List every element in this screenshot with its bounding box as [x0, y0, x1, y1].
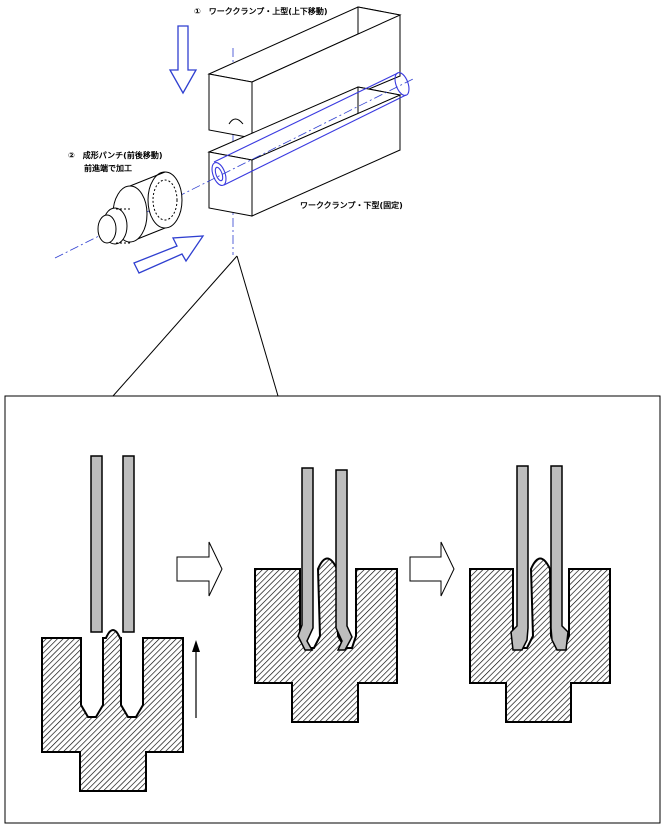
right-block-arrow-icon-2	[409, 541, 455, 597]
die-body-stage-3	[469, 557, 611, 723]
tube-wall-left-final	[510, 465, 529, 651]
step2-sublabel: 前進端で加工	[84, 163, 132, 173]
forward-arrow-icon	[133, 235, 205, 274]
zoom-callout	[112, 255, 279, 397]
step1-label: ① ワーククランプ・上型(上下移動)	[194, 6, 328, 16]
lower-clamp-label: ワーククランプ・下型(固定)	[300, 200, 403, 210]
tube-wall-left-formed	[297, 467, 314, 651]
step2-label: ② 成形パンチ(前後移動)	[68, 150, 163, 160]
down-arrow-icon	[168, 25, 198, 95]
upper-clamp-block	[207, 6, 402, 139]
forming-axis-line	[54, 77, 416, 259]
detail-panel	[4, 395, 661, 824]
tube-wall-right	[122, 455, 135, 633]
isometric-view: ① ワーククランプ・上型(上下移動) ② 成形パンチ(前後移動) 前進端で加工 …	[54, 6, 416, 274]
tube-wall-right-formed	[335, 469, 353, 651]
forming-punch	[97, 171, 183, 245]
stage-3	[469, 465, 611, 723]
tube-wall-left	[90, 455, 103, 633]
up-arrow-icon	[192, 640, 200, 718]
tube-wall-right-final	[550, 465, 569, 651]
stage-1	[41, 455, 200, 792]
stage-2	[254, 467, 398, 723]
die-body-stage-1	[41, 629, 184, 792]
work-tube	[211, 71, 410, 187]
right-block-arrow-icon	[176, 541, 223, 597]
